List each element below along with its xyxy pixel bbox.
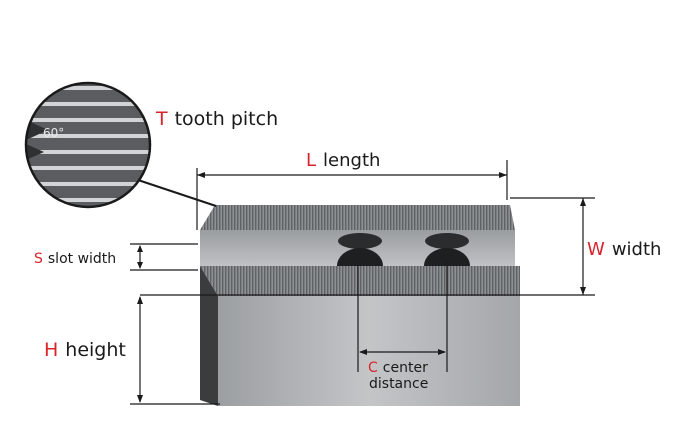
lower-serrations: [200, 266, 520, 296]
center-distance-label-line2: distance: [369, 376, 428, 392]
front-face: [218, 296, 520, 406]
upper-serrations: [200, 205, 515, 230]
side-face: [200, 266, 218, 406]
dimension-lines: [130, 160, 595, 405]
bolt-hole-upper-1: [338, 233, 382, 249]
bolt-hole-2: [424, 248, 470, 266]
angle-label: 60°: [43, 126, 64, 140]
bolt-hole-upper-2: [425, 233, 469, 249]
jaw-block: [200, 205, 520, 406]
leader-line: [137, 179, 217, 207]
tooth-magnifier: 60°: [24, 81, 217, 209]
bolt-hole-1: [337, 248, 383, 266]
dimension-arrows: [137, 172, 586, 403]
